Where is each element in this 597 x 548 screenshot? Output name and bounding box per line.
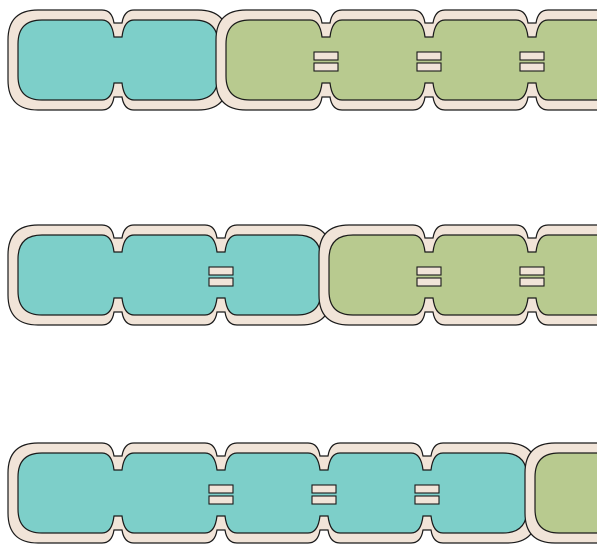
septum-bar — [519, 51, 545, 61]
septum-junction — [208, 484, 234, 505]
teal-cell-group — [7, 224, 332, 326]
septum-bar — [313, 62, 339, 72]
green-cell-group — [215, 9, 597, 111]
septum-junction — [416, 51, 442, 72]
teal-cell-body — [17, 234, 322, 316]
teal-cell-body — [17, 19, 219, 101]
septum-bar — [416, 266, 442, 276]
septum-junction — [208, 266, 234, 287]
teal-cell-body — [17, 452, 528, 534]
septum-junction — [311, 484, 337, 505]
septum-bar — [208, 277, 234, 287]
septum-junction — [313, 51, 339, 72]
septum-bar — [519, 266, 545, 276]
septum-bar — [519, 62, 545, 72]
septum-bar — [414, 495, 440, 505]
green-cell-body — [225, 19, 597, 101]
green-cell-body — [534, 452, 597, 534]
green-cell-group — [318, 224, 597, 326]
green-cell-body — [328, 234, 597, 316]
filament-row — [7, 442, 597, 544]
filament-row — [7, 9, 597, 111]
septum-junction — [416, 266, 442, 287]
septum-bar — [519, 277, 545, 287]
teal-cell-group — [7, 442, 538, 544]
septum-bar — [416, 62, 442, 72]
septum-bar — [416, 277, 442, 287]
teal-cell-group — [7, 9, 229, 111]
septum-bar — [208, 484, 234, 494]
septum-bar — [313, 51, 339, 61]
septum-bar — [416, 51, 442, 61]
septum-bar — [208, 495, 234, 505]
septum-bar — [414, 484, 440, 494]
septum-bar — [208, 266, 234, 276]
septum-bar — [311, 484, 337, 494]
green-cell-group — [524, 442, 597, 544]
septum-junction — [519, 266, 545, 287]
filament-row — [7, 224, 597, 326]
septum-junction — [519, 51, 545, 72]
septum-junction — [414, 484, 440, 505]
septum-bar — [311, 495, 337, 505]
